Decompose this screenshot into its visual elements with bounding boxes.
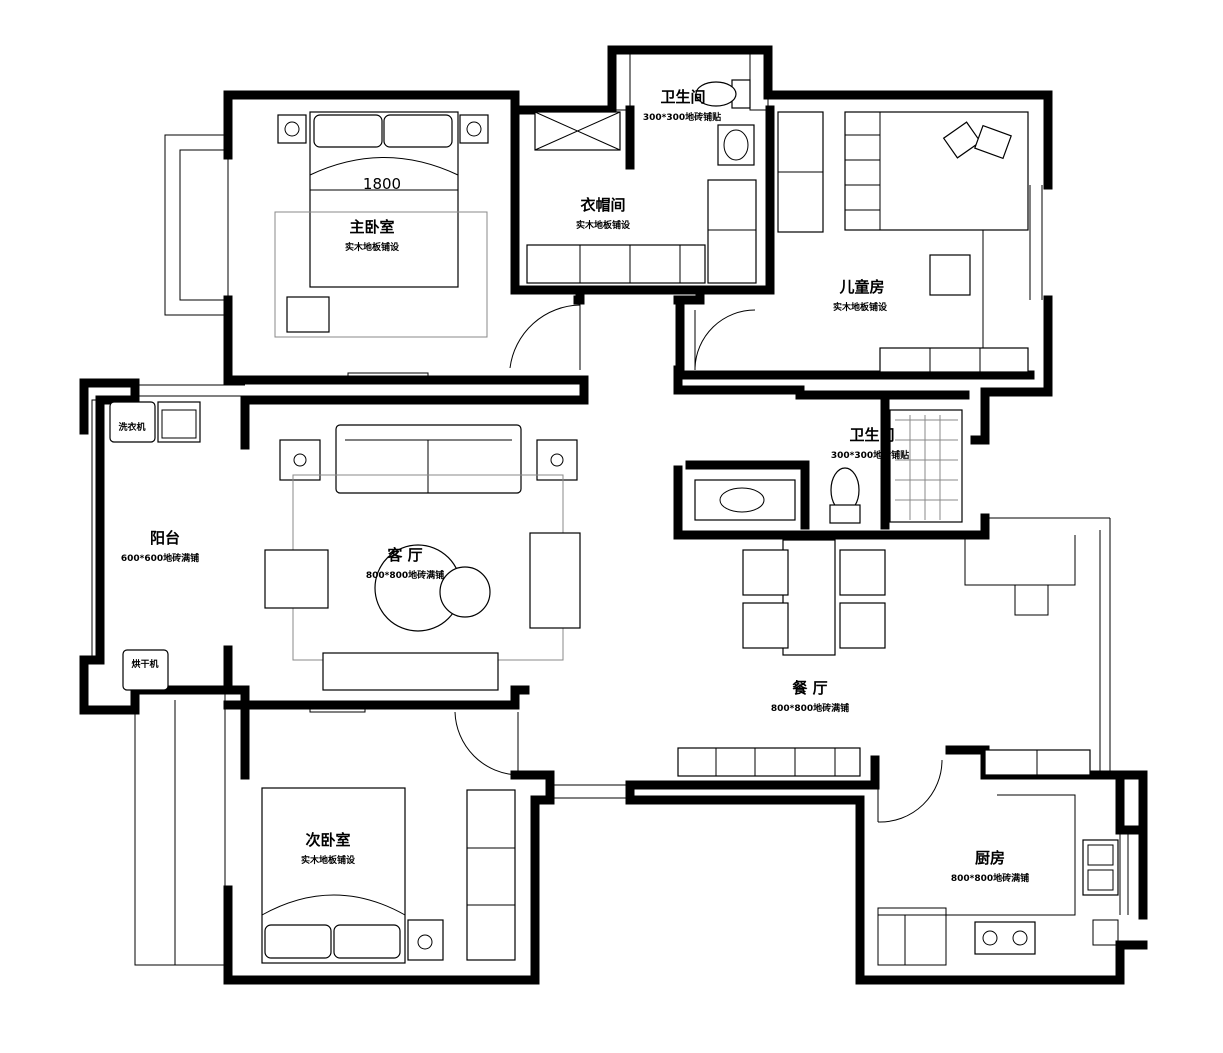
walls	[79, 45, 1148, 985]
closet-name: 衣帽间	[580, 196, 625, 214]
kids-floor: 实木地板铺设	[833, 301, 888, 313]
bath1-name: 卫生间	[660, 88, 705, 106]
kids-furniture	[844, 111, 1029, 373]
kitchen-fixtures	[877, 759, 1119, 966]
bath1-floor: 300*300地砖铺贴	[643, 111, 721, 123]
bath1-fixtures	[695, 79, 755, 166]
dryer-label: 烘干机	[131, 658, 158, 670]
living-name: 客 厅	[386, 546, 422, 564]
master-bed	[274, 111, 489, 380]
kitchen-name: 厨房	[975, 849, 1005, 867]
bed-width-dimension: 1800	[363, 175, 401, 193]
windows	[91, 49, 1129, 966]
kitchen-floor: 800*800地砖满铺	[951, 872, 1029, 884]
washer-label: 洗衣机	[118, 421, 145, 433]
dining-furniture	[454, 535, 1091, 777]
second-floor: 实木地板铺设	[301, 854, 356, 866]
closet-floor: 实木地板铺设	[576, 219, 631, 231]
closet-cabinets	[509, 111, 824, 370]
balcony-name: 阳台	[150, 529, 180, 547]
dining-floor: 800*800地砖满铺	[771, 702, 849, 714]
bath2-name: 卫生间	[849, 426, 894, 444]
second-name: 次卧室	[305, 831, 350, 849]
dining-name: 餐 厅	[792, 679, 827, 697]
master-floor: 实木地板铺设	[345, 241, 400, 253]
bath2-floor: 300*300地砖铺贴	[831, 449, 909, 461]
bath2-fixtures	[694, 409, 963, 524]
living-furniture	[264, 424, 581, 691]
balcony-floor: 600*600地砖满铺	[121, 552, 199, 564]
master-name: 主卧室	[349, 218, 394, 236]
second-bed	[261, 706, 516, 964]
kids-name: 儿童房	[838, 278, 884, 296]
living-floor: 800*800地砖满铺	[366, 569, 444, 581]
balcony-appliances	[109, 401, 201, 691]
